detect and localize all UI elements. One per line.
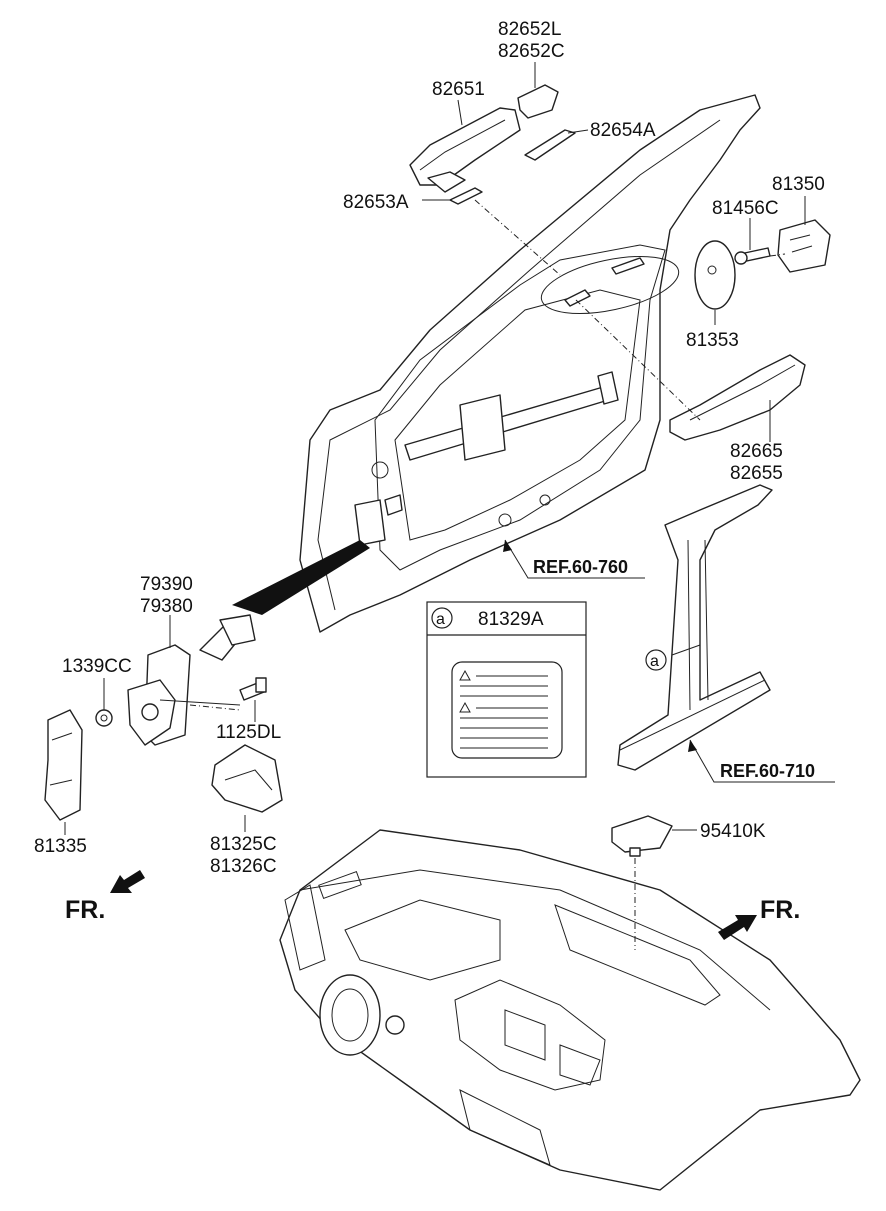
leader-lines [64, 62, 806, 950]
front-arrow-icon [718, 915, 757, 940]
ref-60-760: REF.60-760 [533, 557, 628, 577]
label-82665: 82665 [730, 441, 783, 462]
label-95410K: 95410K [700, 821, 766, 842]
handle-gasket-82654A [524, 129, 576, 161]
label-82653A: 82653A [343, 192, 409, 213]
label-79390: 79390 [140, 574, 193, 595]
label-81325C: 81325C [210, 834, 277, 855]
checker-bolt [239, 677, 267, 701]
front-indicator-right: FR. [718, 896, 800, 940]
handle-cover [517, 84, 559, 119]
label-82652L: 82652L [498, 19, 561, 40]
door-inner-panel [299, 94, 761, 633]
label-82655: 82655 [730, 463, 783, 484]
fr-label-right: FR. [760, 896, 800, 924]
warning-triangle-icon [459, 669, 471, 681]
callout-a-circle [431, 607, 453, 629]
checker-nut [95, 709, 113, 727]
label-81326C: 81326C [210, 856, 277, 877]
ref-760-callout: REF.60-760 [503, 539, 645, 579]
inside-handle [669, 354, 806, 441]
label-79380: 79380 [140, 596, 193, 617]
ref-710-callout: REF.60-710 [688, 739, 835, 783]
label-82651: 82651 [432, 79, 485, 100]
sensor-95410K [611, 815, 673, 857]
side-pillar [617, 484, 773, 771]
svg-text:a: a [650, 653, 659, 670]
label-81329A: 81329A [478, 609, 544, 630]
outside-handle [409, 107, 521, 193]
part-labels: 82652L 82652C 82651 82654A 82653A 81350 … [34, 19, 825, 877]
label-81353: 81353 [686, 330, 739, 351]
door-checker [127, 614, 256, 746]
label-81335: 81335 [34, 836, 87, 857]
ref-60-710: REF.60-710 [720, 761, 815, 781]
fr-label-left: FR. [65, 896, 105, 924]
label-82654A: 82654A [590, 120, 656, 141]
label-81456C: 81456C [712, 198, 779, 219]
striker-shim [694, 240, 736, 310]
handle-gasket-82653A [449, 187, 483, 205]
warning-triangle-icon [459, 701, 471, 713]
label-1339CC: 1339CC [62, 656, 132, 677]
label-detail-box: a 81329A [426, 601, 587, 778]
striker [777, 219, 831, 273]
label-81350: 81350 [772, 174, 825, 195]
latch-leader-wedge [232, 540, 370, 615]
pillar-callout-a: a [645, 649, 667, 671]
instrument-panel [279, 829, 861, 1191]
label-1125DL: 1125DL [216, 722, 281, 743]
callout-a-letter: a [436, 611, 445, 628]
front-arrow-icon [110, 870, 145, 893]
front-indicator-left: FR. [65, 870, 145, 924]
hinge-cap-81325C [211, 744, 283, 813]
label-82652C: 82652C [498, 41, 565, 62]
hinge-cover-81335 [44, 709, 83, 821]
striker-bolt [734, 247, 771, 265]
